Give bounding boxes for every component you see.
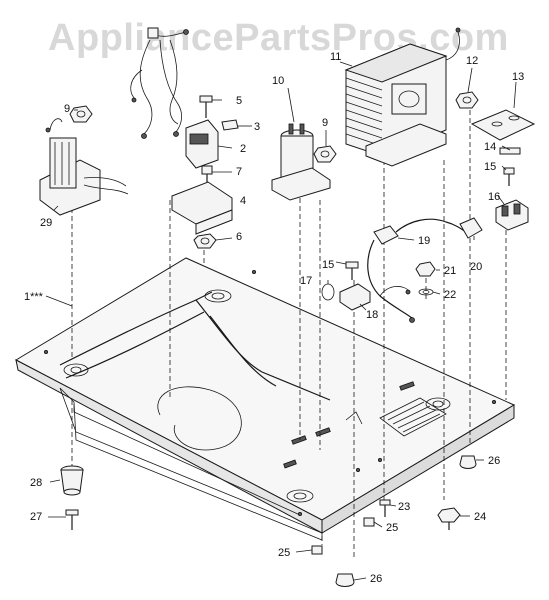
callout-9-left: 9 xyxy=(64,103,70,115)
callout-25-right: 25 xyxy=(386,522,398,534)
callout-17: 17 xyxy=(300,275,312,287)
hex-nut xyxy=(69,105,93,123)
callout-21: 21 xyxy=(444,265,456,277)
callout-7: 7 xyxy=(236,166,242,178)
hex-nut xyxy=(313,145,337,163)
transformer xyxy=(344,27,461,167)
capacitor xyxy=(271,123,331,201)
callout-24: 24 xyxy=(474,511,486,523)
callout-11: 11 xyxy=(330,51,341,63)
leader-lines xyxy=(45,61,517,581)
callout-26-bottom: 26 xyxy=(370,573,382,585)
callout-15-right: 15 xyxy=(484,161,496,173)
callout-10: 10 xyxy=(272,75,284,87)
callout-12: 12 xyxy=(466,55,478,67)
callout-18: 18 xyxy=(366,309,378,321)
callout-19: 19 xyxy=(418,235,430,247)
bottom-hardware xyxy=(60,455,477,587)
callout-29: 29 xyxy=(40,217,52,229)
callout-23: 23 xyxy=(398,501,410,513)
callout-6: 6 xyxy=(236,231,242,243)
callout-15-middle: 15 xyxy=(322,259,334,271)
cover-plate xyxy=(470,109,536,141)
nut-and-washer xyxy=(415,261,436,296)
callout-9-middle: 9 xyxy=(322,117,328,129)
callout-22: 22 xyxy=(444,289,456,301)
callout-16: 16 xyxy=(488,191,500,203)
callout-2: 2 xyxy=(240,143,246,155)
callout-20: 20 xyxy=(470,261,482,273)
wire-harness xyxy=(130,27,189,139)
terminal-clip xyxy=(495,199,529,231)
callout-14: 14 xyxy=(484,141,496,153)
pin-and-screw xyxy=(499,147,521,186)
terminal-bracket xyxy=(39,118,129,216)
callout-5: 5 xyxy=(236,95,242,107)
callout-3: 3 xyxy=(254,121,260,133)
washer xyxy=(455,91,479,109)
grommet-screw-clip xyxy=(321,261,371,311)
callout-27: 27 xyxy=(30,511,42,523)
callout-4: 4 xyxy=(240,195,246,207)
callout-13: 13 xyxy=(512,71,524,83)
power-cord xyxy=(367,217,483,323)
base-plate xyxy=(14,257,516,541)
switch-assembly xyxy=(171,95,239,249)
watermark: AppliancePartsPros.com xyxy=(48,17,509,59)
callout-1: 1*** xyxy=(24,291,44,303)
callout-26-right: 26 xyxy=(488,455,500,467)
callout-28: 28 xyxy=(30,477,42,489)
callout-labels: 1*** 2 3 4 5 6 7 9 9 10 11 12 13 14 15 1… xyxy=(24,51,524,585)
callout-25-left: 25 xyxy=(278,547,290,559)
